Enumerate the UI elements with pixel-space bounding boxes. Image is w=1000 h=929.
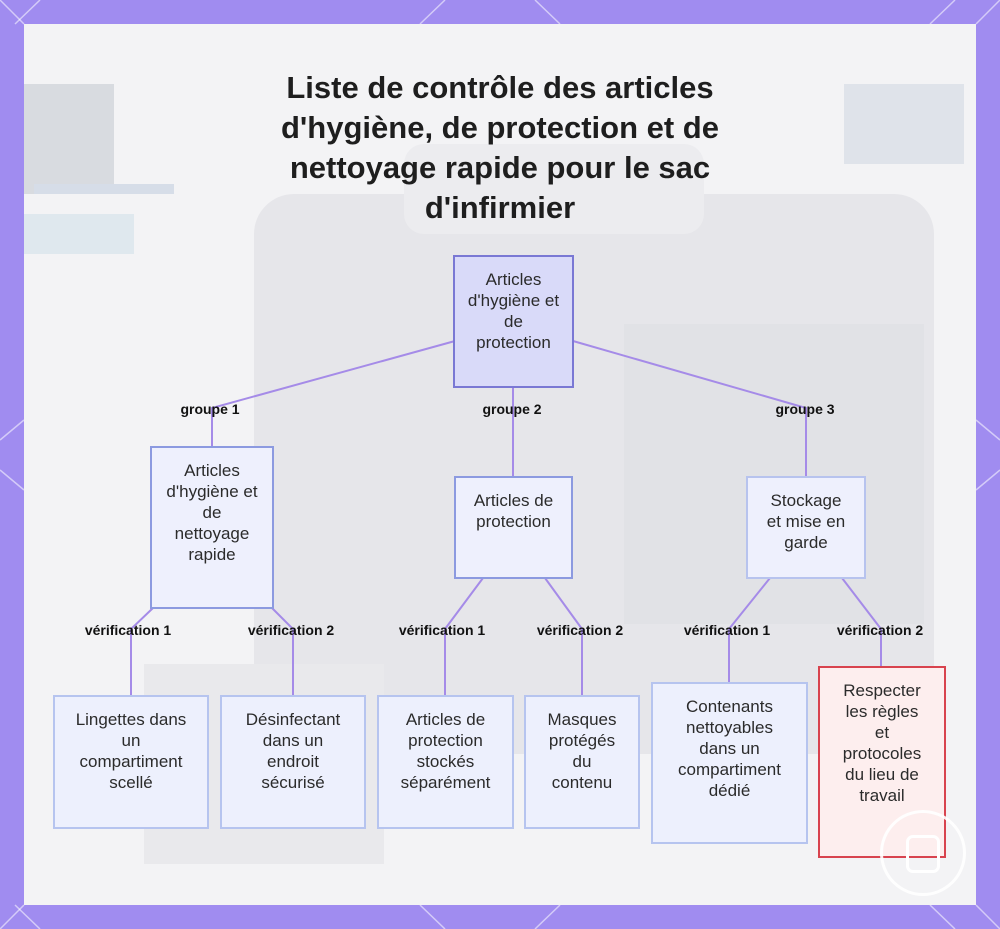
root-node-label: Articles d'hygiène et de protection [466,269,561,353]
edge-label-check-3-2: vérification 2 [837,622,923,638]
edge-label-group-2: groupe 2 [482,401,541,417]
leaf-node-1-2: Désinfectant dans un endroit sécurisé [220,695,366,829]
group-node-3: Stockage et mise en garde [746,476,866,579]
group-node-2-label: Articles de protection [473,490,555,532]
leaf-node-2-2: Masques protégés du contenu [524,695,640,829]
leaf-node-1-2-label: Désinfectant dans un endroit sécurisé [239,709,347,793]
edge-label-check-2-1: vérification 1 [399,622,485,638]
edge-label-check-1-1: vérification 1 [85,622,171,638]
leaf-node-2-1-label: Articles de protection stockés séparémen… [393,709,499,793]
leaf-node-3-2-label: Respecter les règles et protocoles du li… [837,680,927,806]
group-node-2: Articles de protection [454,476,573,579]
leaf-node-2-1: Articles de protection stockés séparémen… [377,695,514,829]
edge-label-group-1: groupe 1 [180,401,239,417]
app-badge-icon [880,810,966,896]
edge-label-check-3-1: vérification 1 [684,622,770,638]
leaf-node-3-1-label: Contenants nettoyables dans un compartim… [670,696,790,801]
leaf-node-1-1: Lingettes dans un compartiment scellé [53,695,209,829]
root-node: Articles d'hygiène et de protection [453,255,574,388]
leaf-node-1-1-label: Lingettes dans un compartiment scellé [72,709,190,793]
leaf-node-2-2-label: Masques protégés du contenu [542,709,622,793]
leaf-node-3-1: Contenants nettoyables dans un compartim… [651,682,808,844]
edge-label-check-2-2: vérification 2 [537,622,623,638]
edge-label-check-1-2: vérification 2 [248,622,334,638]
edge-label-group-3: groupe 3 [775,401,834,417]
group-node-3-label: Stockage et mise en garde [765,490,847,553]
group-node-1-label: Articles d'hygiène et de nettoyage rapid… [164,460,260,565]
group-node-1: Articles d'hygiène et de nettoyage rapid… [150,446,274,609]
